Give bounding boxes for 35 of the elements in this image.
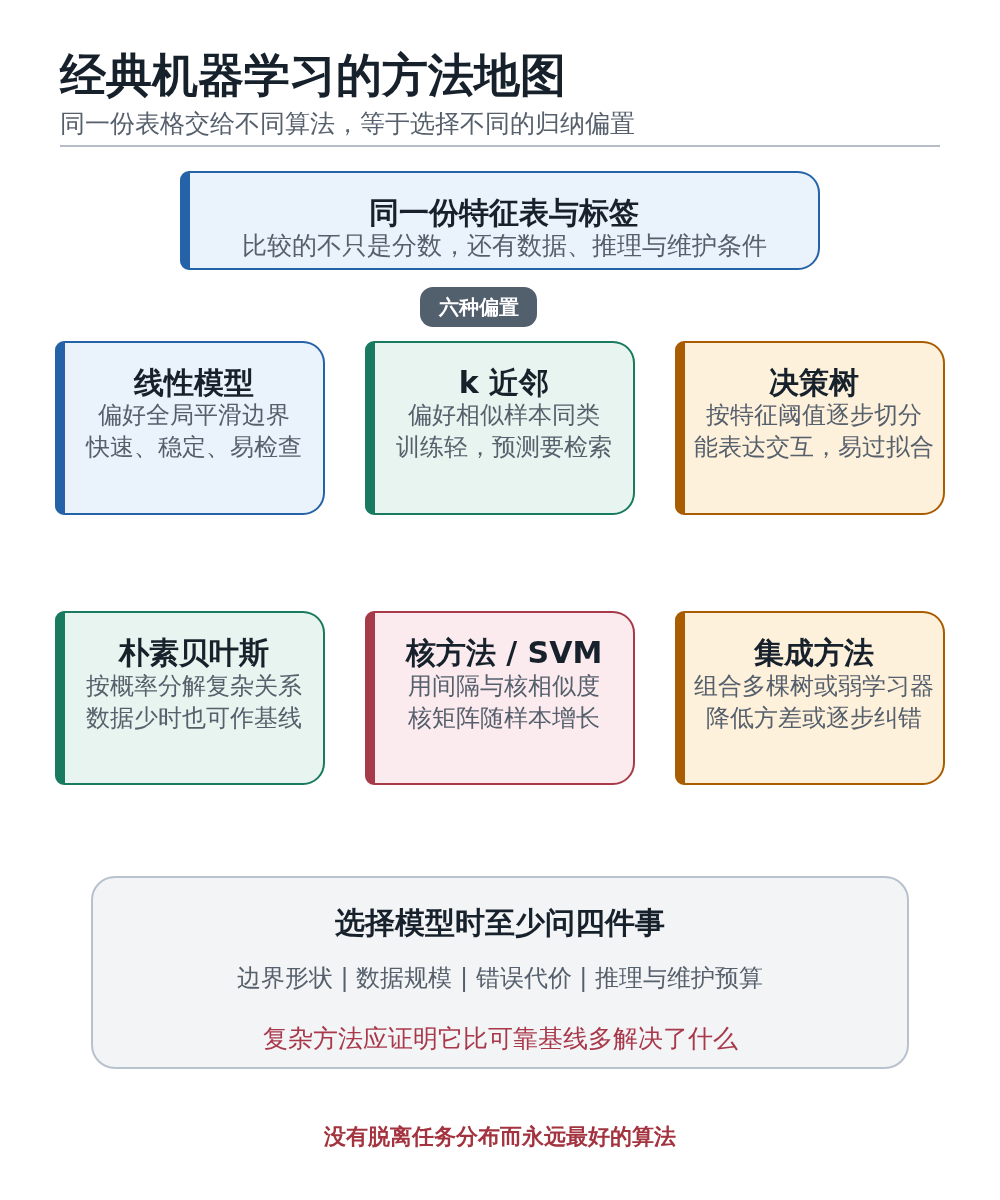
checklist-text: 边界形状 | 数据规模 | 错误代价 | 推理与维护预算	[237, 963, 763, 993]
card-text: 偏好相似样本同类	[408, 400, 600, 430]
method-card	[55, 341, 325, 515]
summary-panel	[91, 876, 909, 1069]
section-badge: 六种偏置	[420, 287, 537, 327]
panel-heading: 选择模型时至少问四件事	[335, 904, 665, 942]
card-text: 按概率分解复杂关系	[86, 671, 302, 701]
method-card	[365, 611, 635, 785]
page-title: 经典机器学习的方法地图	[60, 47, 566, 103]
card-title: 朴素贝叶斯	[119, 634, 269, 672]
card-text: 数据少时也可作基线	[86, 703, 302, 733]
header-card	[180, 171, 820, 270]
card-text: 核矩阵随样本增长	[408, 703, 600, 733]
card-text: 用间隔与核相似度	[408, 671, 600, 701]
method-card	[55, 611, 325, 785]
method-card	[675, 341, 945, 515]
footnote: 没有脱离任务分布而永远最好的算法	[324, 1123, 676, 1151]
method-card	[365, 341, 635, 515]
card-text: 偏好全局平滑边界	[98, 400, 290, 430]
card-text: 快速、稳定、易检查	[86, 432, 302, 462]
card-text: 组合多棵树或弱学习器	[694, 671, 934, 701]
method-card	[675, 611, 945, 785]
card-text: 训练轻，预测要检索	[396, 432, 612, 462]
card-title: 核方法 / SVM	[405, 634, 603, 672]
card-text: 按特征阈值逐步切分	[706, 400, 922, 430]
card-text: 能表达交互，易过拟合	[694, 432, 934, 462]
card-title: 集成方法	[754, 634, 874, 672]
card-title: 决策树	[769, 364, 859, 402]
card-subtitle: 比较的不只是分数，还有数据、推理与维护条件	[241, 229, 767, 261]
card-title: 同一份特征表与标签	[369, 194, 639, 232]
note-text: 复杂方法应证明它比可靠基线多解决了什么	[262, 1022, 738, 1054]
subtitle: 同一份表格交给不同算法，等于选择不同的归纳偏置	[60, 107, 635, 139]
card-text: 降低方差或逐步纠错	[706, 703, 922, 733]
card-title: k 近邻	[458, 364, 550, 402]
card-title: 线性模型	[134, 364, 254, 402]
